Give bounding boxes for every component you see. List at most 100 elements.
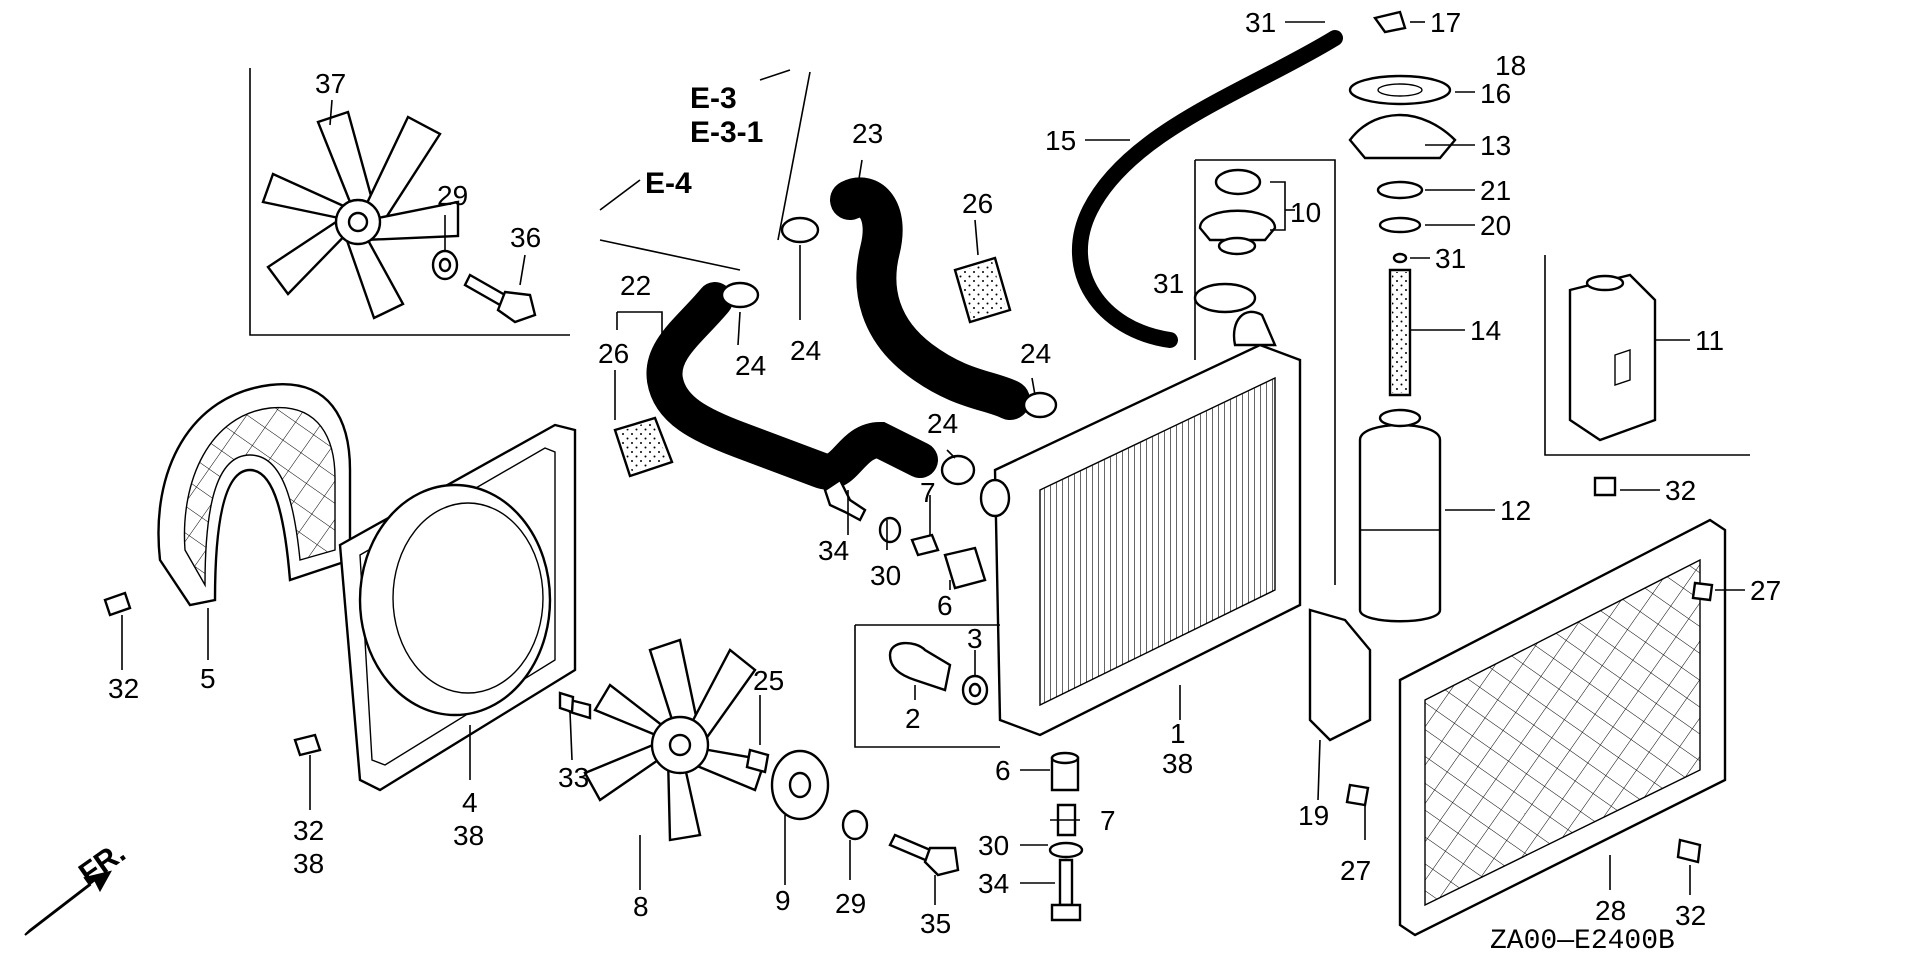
label-32-left: 32	[108, 673, 139, 704]
label-31-top: 31	[1245, 7, 1276, 38]
label-29-lower: 29	[835, 888, 866, 919]
ref-e31: E-3-1	[690, 116, 763, 149]
mount-bolt-upper[interactable]	[823, 478, 867, 522]
drain-washer[interactable]	[961, 674, 989, 706]
diagram-code: ZA00—E2400B	[1490, 926, 1675, 957]
hose-sleeve-right[interactable]	[953, 256, 1012, 324]
label-32-shroud: 32	[293, 815, 324, 846]
mount-collar-upper[interactable]	[910, 533, 940, 557]
reservoir-tube[interactable]	[1388, 268, 1412, 397]
label-28: 28	[1595, 895, 1626, 926]
label-9: 9	[775, 885, 791, 916]
fan-washer[interactable]	[841, 809, 869, 841]
mount-bolt-lower[interactable]	[1050, 858, 1082, 922]
label-32-top: 32	[1665, 475, 1696, 506]
radiator-grille[interactable]	[1398, 518, 1727, 937]
reservoir-tank[interactable]	[1358, 408, 1442, 623]
lower-hose[interactable]	[646, 282, 938, 490]
label-21: 21	[1480, 175, 1511, 206]
fan-pin[interactable]	[745, 748, 770, 774]
overflow-tube[interactable]	[1072, 30, 1343, 348]
label-7-upper: 7	[920, 477, 936, 508]
label-18: 18	[1495, 50, 1526, 81]
hose-clamp-3[interactable]	[1022, 391, 1058, 419]
radiator-cap[interactable]	[1198, 168, 1277, 256]
label-6-upper: 6	[937, 590, 953, 621]
label-27-lower: 27	[1340, 855, 1371, 886]
label-14: 14	[1470, 315, 1501, 346]
label-23: 23	[852, 118, 883, 149]
label-24-a: 24	[735, 350, 766, 381]
label-1: 1	[1170, 718, 1186, 749]
fan-assembly-bracket	[249, 68, 570, 336]
label-12: 12	[1500, 495, 1531, 526]
label-34-lower: 34	[978, 868, 1009, 899]
label-20: 20	[1480, 210, 1511, 241]
fan-shroud[interactable]	[338, 423, 577, 792]
label-38-shroud: 38	[293, 848, 324, 879]
cooling-fan-large[interactable]	[261, 110, 460, 320]
bolt-upper[interactable]	[463, 273, 537, 324]
bolt-27-right[interactable]	[1691, 581, 1714, 602]
label-29-upper: 29	[437, 180, 468, 211]
hose-clamp-2[interactable]	[780, 216, 820, 244]
bolt-32-top[interactable]	[1593, 476, 1617, 497]
label-30-lower: 30	[978, 830, 1009, 861]
label-5: 5	[200, 663, 216, 694]
label-11: 11	[1695, 325, 1724, 356]
washer-upper[interactable]	[431, 249, 459, 281]
reservoir-bracket[interactable]	[1308, 608, 1372, 742]
hose-clamp-1[interactable]	[720, 281, 760, 309]
label-10: 10	[1290, 197, 1321, 228]
label-22: 22	[620, 270, 651, 301]
label-26-right: 26	[962, 188, 993, 219]
front-marker-text: FR.	[73, 836, 132, 891]
fan-bolt[interactable]	[888, 833, 960, 877]
label-38-radiator: 38	[1162, 748, 1193, 779]
label-24-d: 24	[927, 408, 958, 439]
mount-washer-upper[interactable]	[878, 516, 902, 544]
label-17: 17	[1430, 7, 1461, 38]
label-31-mid: 31	[1153, 268, 1184, 299]
upper-hose[interactable]	[830, 177, 1030, 420]
label-25: 25	[753, 665, 784, 696]
cooling-fan-small[interactable]	[583, 638, 767, 842]
bolt-27-lower[interactable]	[1345, 783, 1370, 807]
mount-washer-lower[interactable]	[1048, 841, 1084, 859]
part-labels: E-3 E-3-1 E-4 37 29 36 22 26 24 24 23 26…	[73, 7, 1781, 957]
shroud-bolt[interactable]	[558, 691, 592, 720]
label-24-b: 24	[790, 335, 821, 366]
label-15: 15	[1045, 125, 1076, 156]
label-7-lower: 7	[1100, 805, 1116, 836]
label-38-four: 38	[453, 820, 484, 851]
label-32-bottom: 32	[1675, 900, 1706, 931]
label-4: 4	[462, 787, 478, 818]
label-31-right: 31	[1435, 243, 1466, 274]
label-24-c: 24	[1020, 338, 1051, 369]
label-16: 16	[1480, 78, 1511, 109]
bolt-32-left[interactable]	[103, 591, 132, 617]
fan-pulley[interactable]	[770, 749, 830, 821]
reservoir-cap-assembly[interactable]	[1348, 10, 1457, 264]
label-33: 33	[558, 762, 589, 793]
mount-cushion-lower[interactable]	[1050, 751, 1080, 792]
bolt-32-shroud[interactable]	[293, 733, 322, 757]
label-6-lower: 6	[995, 755, 1011, 786]
reservoir-tank-alt[interactable]	[1568, 273, 1657, 442]
label-34-upper: 34	[818, 535, 849, 566]
label-13: 13	[1480, 130, 1511, 161]
hose-clamp-4[interactable]	[940, 454, 976, 486]
label-35: 35	[920, 908, 951, 939]
label-19: 19	[1298, 800, 1329, 831]
hose-sleeve-left[interactable]	[613, 416, 674, 478]
ref-e3: E-3	[690, 82, 737, 115]
mount-cushion-upper[interactable]	[943, 546, 987, 590]
front-direction-arrow	[24, 870, 112, 936]
drain-plug[interactable]	[888, 641, 952, 692]
ref-e4: E-4	[645, 167, 692, 200]
fan-guard[interactable]	[157, 383, 352, 607]
bolt-32-bottom[interactable]	[1676, 838, 1702, 864]
label-3: 3	[967, 623, 983, 654]
radiator[interactable]	[979, 282, 1302, 737]
